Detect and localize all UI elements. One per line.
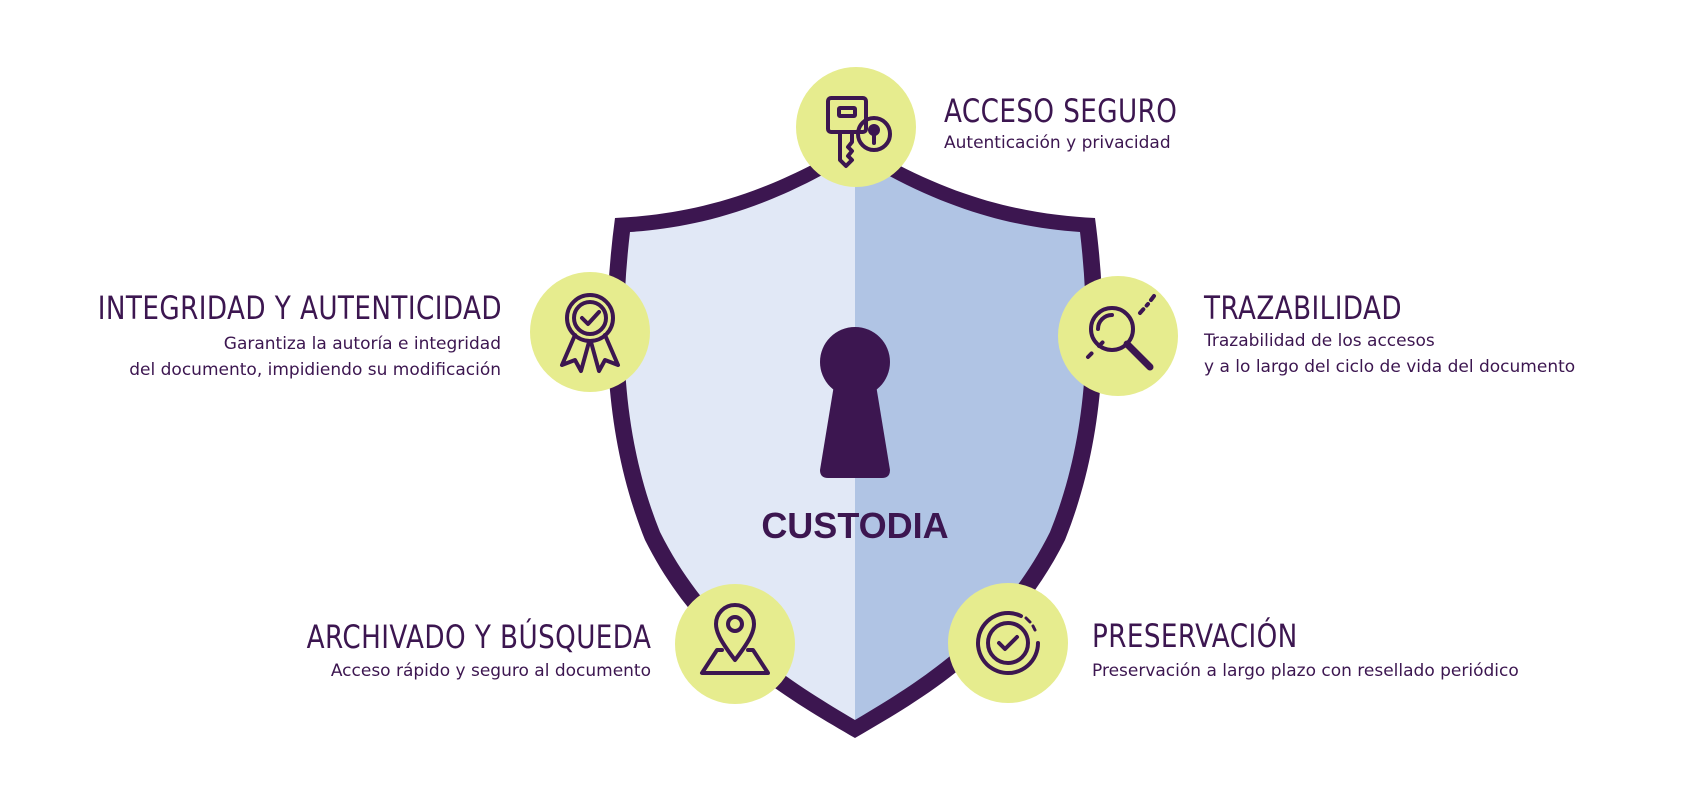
feature-title-trazabilidad: TRAZABILIDAD bbox=[1204, 289, 1402, 327]
feature-desc-trazabilidad: Trazabilidad de los accesos y a lo largo… bbox=[1204, 328, 1575, 380]
feature-desc-integridad-line-2: del documento, impidiendo su modificació… bbox=[129, 360, 501, 380]
feature-desc-integridad: Garantiza la autoría e integridad del do… bbox=[129, 331, 501, 383]
feature-desc-preservacion: Preservación a largo plazo con resellado… bbox=[1092, 661, 1519, 681]
keyhole-icon bbox=[820, 327, 890, 478]
feature-desc-trazabilidad-line-1: Trazabilidad de los accesos bbox=[1204, 331, 1435, 351]
shield-left-half bbox=[623, 156, 855, 720]
feature-title-preservacion: PRESERVACIÓN bbox=[1092, 617, 1298, 655]
center-label: CUSTODIA bbox=[761, 505, 948, 546]
feature-circle-trazabilidad bbox=[1058, 276, 1178, 396]
key-lock-icon bbox=[826, 96, 892, 168]
map-pin-icon bbox=[700, 603, 770, 675]
award-ribbon-icon bbox=[560, 293, 620, 373]
feature-desc-archivado: Acceso rápido y seguro al documento bbox=[330, 661, 651, 681]
feature-desc-trazabilidad-line-2: y a lo largo del ciclo de vida del docum… bbox=[1204, 357, 1576, 377]
feature-circle-archivado bbox=[675, 584, 795, 704]
seal-check-icon bbox=[976, 611, 1040, 675]
feature-title-archivado: ARCHIVADO Y BÚSQUEDA bbox=[306, 618, 651, 656]
feature-desc-integridad-line-1: Garantiza la autoría e integridad bbox=[223, 334, 501, 354]
feature-circle-preservacion bbox=[948, 583, 1068, 703]
feature-title-acceso: ACCESO SEGURO bbox=[944, 92, 1178, 130]
shield-right-half bbox=[855, 156, 1087, 720]
feature-title-integridad: INTEGRIDAD Y AUTENTICIDAD bbox=[97, 289, 502, 327]
magnifier-icon bbox=[1086, 294, 1156, 371]
feature-circle-integridad bbox=[530, 272, 650, 392]
feature-desc-acceso: Autenticación y privacidad bbox=[944, 133, 1171, 153]
feature-circle-acceso bbox=[796, 67, 916, 187]
